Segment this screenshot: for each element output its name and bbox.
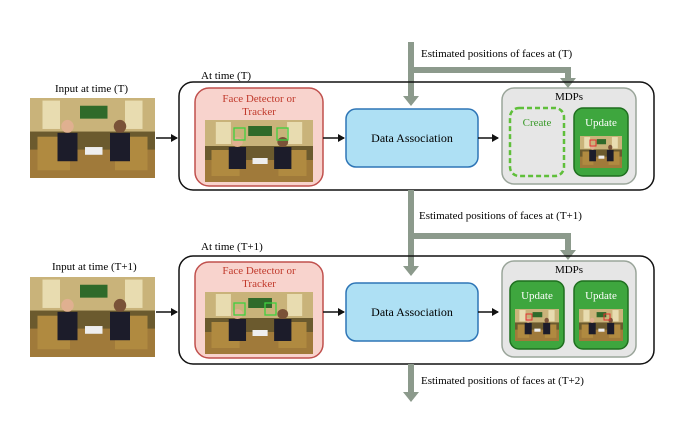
time-label-row1: At time (T)	[201, 70, 251, 82]
detector-label-row2-line1: Face Detector or	[222, 265, 296, 277]
data-association-label-row1: Data Association	[371, 131, 453, 145]
top-feed-arrow	[403, 42, 576, 106]
update-photo-row2-left	[515, 309, 559, 341]
input-label-row1: Input at time (T)	[55, 83, 128, 95]
estimated-positions-label-top: Estimated positions of faces at (T)	[421, 48, 573, 60]
bottom-output-arrow	[403, 364, 419, 402]
face-box-2	[276, 127, 289, 141]
time-frame-row1	[178, 81, 655, 191]
create-box-row1	[508, 106, 566, 178]
update-label-row2-left: Update	[521, 290, 553, 302]
update-label-row1: Update	[585, 117, 617, 129]
create-label-row1: Create	[523, 117, 552, 129]
update-photo-row2-right	[579, 309, 623, 341]
middle-feed-arrow	[403, 190, 576, 276]
detector-photo-row2	[205, 292, 313, 354]
data-association-label-row2: Data Association	[371, 305, 453, 319]
face-box-1	[233, 127, 246, 141]
detector-label-row1-line1: Face Detector or	[222, 93, 296, 105]
mdps-label-row1: MDPs	[555, 91, 583, 103]
input-photo-row2	[30, 277, 155, 357]
update-label-row2-right: Update	[585, 290, 617, 302]
face-box-3	[233, 302, 246, 316]
input-photo-row1	[30, 98, 155, 178]
estimated-positions-label-bottom: Estimated positions of faces at (T+2)	[421, 375, 584, 387]
estimated-positions-label-middle: Estimated positions of faces at (T+1)	[419, 210, 582, 222]
time-frame-row2	[178, 255, 655, 365]
face-box-4	[264, 302, 277, 316]
detector-label-row1-line2: Tracker	[242, 106, 276, 118]
detector-photo-row1	[205, 120, 313, 182]
detector-label-row2-line2: Tracker	[242, 278, 276, 290]
time-label-row2: At time (T+1)	[201, 241, 263, 253]
tracked-face-box	[589, 139, 597, 147]
update-photo-row1	[580, 136, 622, 168]
input-label-row2: Input at time (T+1)	[52, 261, 137, 273]
mdps-label-row2: MDPs	[555, 264, 583, 276]
